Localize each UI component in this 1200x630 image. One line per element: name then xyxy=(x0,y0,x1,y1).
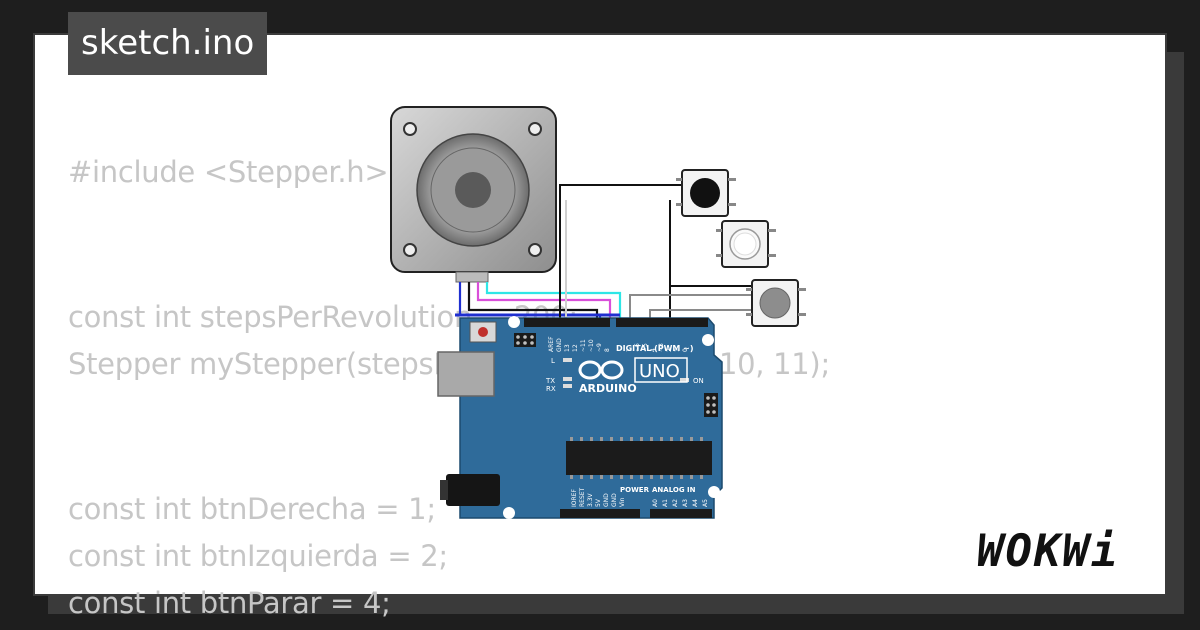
l-label: L xyxy=(551,357,555,365)
pin-label: ~11 xyxy=(580,339,587,352)
pin-label: 2 xyxy=(666,348,673,352)
power-pin-label: GND xyxy=(603,493,610,507)
pin-label: 4 xyxy=(650,348,657,352)
analog-label: ANALOG IN xyxy=(652,486,696,494)
digital-label: DIGITAL (PWM ~) xyxy=(616,344,694,353)
rx-label: RX xyxy=(546,385,556,393)
power-pin-label: 5V xyxy=(595,498,602,507)
power-pin-label: GND xyxy=(611,493,618,507)
analog-pin-label: A5 xyxy=(702,499,709,507)
stepper-motor[interactable] xyxy=(390,106,557,283)
pushbutton-gray[interactable] xyxy=(746,279,806,327)
atmega-chip xyxy=(566,441,712,475)
gnd-label: GND xyxy=(556,338,563,352)
analog-pin-label: A4 xyxy=(692,499,699,507)
pin-label: ~6 xyxy=(634,343,641,352)
pin-label: 12 xyxy=(572,344,579,352)
power-jack xyxy=(446,474,500,506)
pushbutton-white[interactable] xyxy=(716,220,776,268)
pin-label: 8 xyxy=(604,348,611,352)
power-label: POWER xyxy=(620,486,650,494)
analog-pin-label: A0 xyxy=(652,499,659,507)
reset-button xyxy=(478,327,488,337)
tx-label: TX xyxy=(545,377,555,385)
wokwi-logo: WOKWi xyxy=(977,526,1120,577)
pin-label: ~5 xyxy=(642,343,649,352)
pushbutton-black[interactable] xyxy=(676,169,736,217)
pin-label: 13 xyxy=(564,344,571,352)
pin-label: ~10 xyxy=(588,339,595,352)
pin-label: 0 xyxy=(682,348,689,352)
arduino-uno-board[interactable]: ARDUINO UNO DIGITAL (PWM ~) ANALOG IN PO… xyxy=(437,316,723,519)
aref-label: AREF xyxy=(548,336,555,352)
power-pin-label: Vin xyxy=(619,497,626,507)
power-pin-label: 3.3V xyxy=(587,492,594,507)
on-label: ON xyxy=(693,377,704,385)
analog-pin-label: A2 xyxy=(672,499,679,507)
pin-label: ~9 xyxy=(596,343,603,352)
power-pin-label: IOREF xyxy=(571,489,578,507)
analog-pin-label: A1 xyxy=(662,499,669,507)
arduino-logo-icon xyxy=(578,360,624,380)
pin-label: 7 xyxy=(626,348,633,352)
motor-wires xyxy=(455,282,622,323)
power-pin-label: RESET xyxy=(579,487,586,507)
button-wires xyxy=(559,184,752,323)
board-brand: ARDUINO xyxy=(579,382,637,395)
board-model: UNO xyxy=(639,361,680,382)
usb-connector xyxy=(437,351,495,397)
analog-pin-label: A3 xyxy=(682,499,689,507)
pin-label: 1 xyxy=(674,348,681,352)
sketch-title[interactable]: sketch.ino xyxy=(68,12,268,75)
pin-label: ~3 xyxy=(658,343,665,352)
